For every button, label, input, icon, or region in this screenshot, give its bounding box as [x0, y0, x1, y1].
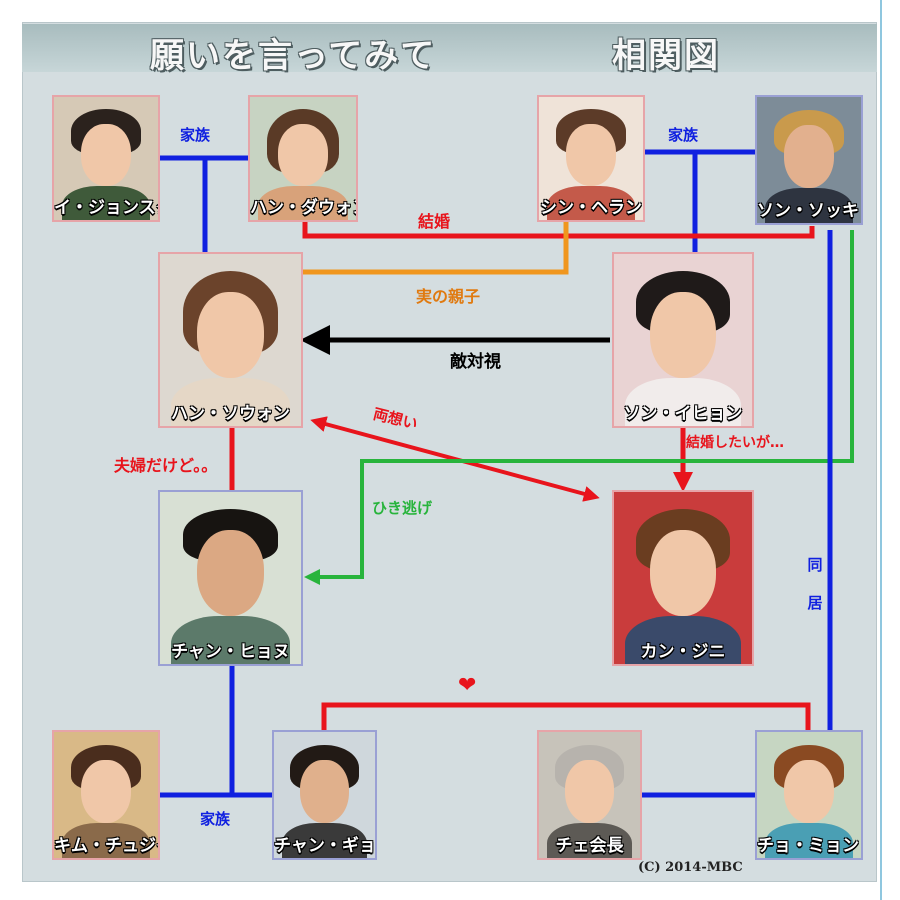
family-line-bottom [160, 666, 272, 798]
name-song-ihyeon: ソン・イヒョン [623, 404, 743, 424]
label-hostility: 敵対視 [450, 352, 501, 372]
page-edge-line [880, 0, 882, 900]
label-family-top-right: 家族 [668, 126, 699, 144]
label-couple-but: 夫婦だけど。。 [114, 456, 218, 475]
love-line-bottom [321, 702, 811, 730]
name-han-daun: ハン・ダウォン [250, 198, 358, 218]
portrait-choe-chairman: チェ会長 [537, 730, 642, 860]
elopement-line [304, 230, 854, 585]
label-wants-marriage: 結婚したいが… [686, 435, 784, 451]
name-choe-chairman: チェ会長 [555, 836, 624, 856]
biological-parent-line [303, 222, 569, 275]
portrait-jang-kyonu: チャン・ギョンウ [272, 730, 377, 860]
name-jang-kyonu: チャン・ギョンウ [274, 836, 376, 856]
name-jo-myonhi: チョ・ミョンヒ [757, 836, 861, 856]
marriage-line [302, 218, 815, 239]
portrait-han-sowon: ハン・ソウォン [158, 252, 303, 428]
portrait-jang-hyonu: チャン・ヒョヌ [158, 490, 303, 666]
portrait-song-ihyeon: ソン・イヒョン [612, 252, 754, 428]
portrait-song-sokyung: ソン・ソッキョン [755, 95, 863, 225]
label-marriage: 結婚 [418, 212, 451, 231]
title-bar [22, 24, 877, 72]
label-living-together: 同居 [807, 556, 823, 612]
portrait-kim-chuja: キム・チュジャ [52, 730, 160, 860]
portrait-han-daun: ハン・ダウォン [248, 95, 358, 222]
name-han-sowon: ハン・ソウォン [171, 404, 290, 424]
label-family-bottom: 家族 [200, 810, 231, 828]
portrait-jo-myonhi: チョ・ミョンヒ [755, 730, 863, 860]
portrait-kang-jini: カン・ジニ [612, 490, 754, 666]
name-kim-chuja: キム・チュジャ [54, 836, 158, 856]
diagram-subtitle: 相関図 [612, 36, 720, 76]
heart-icon: ❤ [458, 673, 477, 698]
label-elopement: ひき逃げ [372, 499, 433, 517]
diagram-title: 願いを言ってみて [150, 36, 437, 76]
copyright-text: (C) 2014-MBC [638, 860, 743, 875]
label-family-top-left: 家族 [180, 126, 211, 144]
name-shin-hyeran: シン・ヘラン [540, 198, 642, 218]
family-line-top-left [160, 155, 248, 252]
label-biological-parent: 実の親子 [416, 287, 481, 306]
name-kang-jini: カン・ジニ [640, 642, 726, 662]
name-jang-hyonu: チャン・ヒョヌ [171, 642, 290, 662]
portrait-shin-hyeran: シン・ヘラン [537, 95, 645, 222]
name-lee-jeongsuk: イ・ジョンスク [54, 198, 158, 218]
portrait-lee-jeongsuk: イ・ジョンスク [52, 95, 160, 222]
name-song-sokyung: ソン・ソッキョン [757, 201, 861, 221]
